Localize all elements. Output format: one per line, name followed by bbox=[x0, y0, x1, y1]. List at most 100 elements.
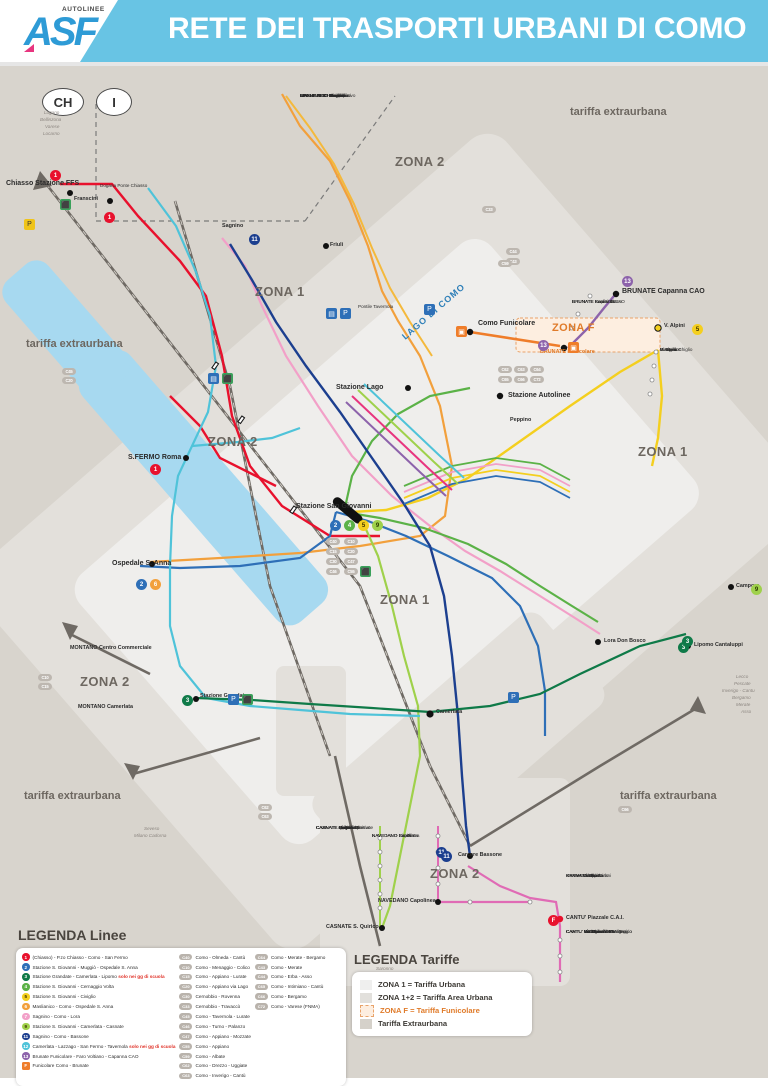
route-chip-c45[interactable]: C45 bbox=[62, 368, 76, 375]
route-chip-c62b[interactable]: C62 bbox=[258, 804, 272, 811]
map-badge-line-f-cantu[interactable]: F bbox=[548, 915, 559, 926]
route-number-chip: C40 bbox=[179, 953, 193, 961]
route-chip-c33[interactable]: C33 bbox=[482, 206, 496, 213]
route-number-chip: C10 bbox=[179, 963, 193, 971]
legend-line-text: Sagnino - Como - Bassone bbox=[32, 1033, 89, 1039]
map-badge-line-3-lipomo[interactable]: 3 bbox=[678, 642, 689, 653]
branch-stop-label: CERNOBBIO Sauro bbox=[300, 93, 342, 98]
legend-line-row[interactable]: 1(Chiasso) - P.zo Chiasso - Como - San F… bbox=[22, 953, 175, 961]
map-badge-line-9-sangiovanni[interactable]: 9 bbox=[372, 520, 383, 531]
route-chip-c59[interactable]: C59 bbox=[498, 260, 512, 267]
tariffa-label: ZONA F = Tariffa Funicolare bbox=[380, 1006, 480, 1015]
route-chip-c20b[interactable]: C20 bbox=[62, 377, 76, 384]
extraurbana-label-top: tariffa extraurbana bbox=[570, 106, 667, 118]
route-chip-c55[interactable]: C55 bbox=[344, 568, 358, 575]
stop-campora: Campora bbox=[736, 583, 760, 589]
route-chip-c20[interactable]: C20 bbox=[344, 548, 358, 555]
map-badge-line-6-ospedale[interactable]: 6 bbox=[150, 579, 161, 590]
route-chip-c62[interactable]: C62 bbox=[498, 366, 512, 373]
tariffa-color-swatch bbox=[360, 992, 372, 1003]
stop-sagnino: Sagnino bbox=[222, 223, 244, 229]
route-chip-c10[interactable]: C10 bbox=[344, 538, 358, 545]
map-badge-line-1-franscini[interactable]: 1 bbox=[104, 212, 115, 223]
route-chip-c72[interactable]: C72 bbox=[530, 376, 544, 383]
route-chip-c15b[interactable]: C15 bbox=[38, 683, 52, 690]
map-badge-line-5-sangiovanni[interactable]: 5 bbox=[358, 520, 369, 531]
route-chip-c66[interactable]: C66 bbox=[514, 376, 528, 383]
branch-stop-label: MASLIANICO Corso bbox=[300, 93, 342, 98]
route-chip-c47[interactable]: C47 bbox=[344, 558, 358, 565]
route-chip-c40[interactable]: C40 bbox=[326, 538, 340, 545]
branch-stop-label: CANTU' G.G.Centenate bbox=[566, 929, 615, 934]
map-badge-line-13-funicolare[interactable]: 13 bbox=[538, 340, 549, 351]
branch-stop-label: CANTU' Via Grandi Hotel Enrico bbox=[566, 929, 632, 934]
route-chip-c44[interactable]: C44 bbox=[506, 248, 520, 255]
map-badge-line-1-chiasso[interactable]: 1 bbox=[50, 170, 61, 181]
route-chip-c66b[interactable]: C66 bbox=[618, 806, 632, 813]
branch-stop-label: CERNOBBIO Mazzini bbox=[300, 93, 345, 98]
branch-stop-label: S. Stefano bbox=[660, 347, 682, 352]
branch-stop-label: CASNATE Quattro Pini bbox=[316, 825, 363, 830]
map-badge-line-3-grandate[interactable]: 3 bbox=[182, 695, 193, 706]
branch-stop-label: NAVEDANO Cimitero bbox=[372, 833, 416, 838]
map-badge-line-1-sfermo[interactable]: 1 bbox=[150, 464, 161, 475]
route-chip-c43[interactable]: C43 bbox=[506, 258, 520, 265]
zone-label-7: ZONA 2 bbox=[430, 866, 480, 881]
map-badge-line-2-sangiovanni[interactable]: 2 bbox=[330, 520, 341, 531]
legend-lines: LEGENDA Linee 1(Chiasso) - P.zo Chiasso … bbox=[16, 927, 346, 1086]
branch-stop-label: CANTU' Via Mazzini Parcheggio bbox=[566, 929, 632, 934]
route-chip-c30[interactable]: C30 bbox=[326, 558, 340, 565]
dest-bergamo: Bergamo bbox=[732, 695, 751, 700]
route-chip-c63[interactable]: C63 bbox=[514, 366, 528, 373]
stop-ospedale-s-anna: Ospedale S. Anna bbox=[112, 560, 172, 567]
route-chip-c15[interactable]: C15 bbox=[326, 548, 340, 555]
map-badge-line-5-valpini[interactable]: 5 bbox=[692, 324, 703, 335]
route-chip-c10b[interactable]: C10 bbox=[38, 674, 52, 681]
map-badge-line-9-campora[interactable]: 9 bbox=[751, 584, 762, 595]
stop-stazione-lago: Stazione Lago bbox=[336, 384, 384, 391]
branch-stop-label: CAPIAGO San Carlo bbox=[566, 873, 609, 878]
route-chip-c64[interactable]: C64 bbox=[530, 366, 544, 373]
route-chip-c63b[interactable]: C63 bbox=[258, 813, 272, 820]
transit-map[interactable]: CH I ZONA 2 ZONA 1 ZONA 2 ZONA 1 ZONA 1 … bbox=[0, 66, 768, 1078]
map-badge-line-13-brunate[interactable]: 13 bbox=[622, 276, 633, 287]
route-chip-c46[interactable]: C46 bbox=[326, 568, 340, 575]
map-badge-line-3-cantaluppi[interactable]: 3 bbox=[682, 636, 693, 647]
map-badge-line-2-ospedale[interactable]: 2 bbox=[136, 579, 147, 590]
route-chip-c65[interactable]: C65 bbox=[498, 376, 512, 383]
map-badge-line-11-sagnino[interactable]: 11 bbox=[249, 234, 260, 245]
map-badge-line-11-bassone-2[interactable]: 11 bbox=[441, 851, 452, 862]
stop-dogana-ponte-chiasso: Dogana Ponte Chiasso bbox=[100, 183, 148, 188]
map-badge-line-4-sangiovanni[interactable]: 4 bbox=[344, 520, 355, 531]
